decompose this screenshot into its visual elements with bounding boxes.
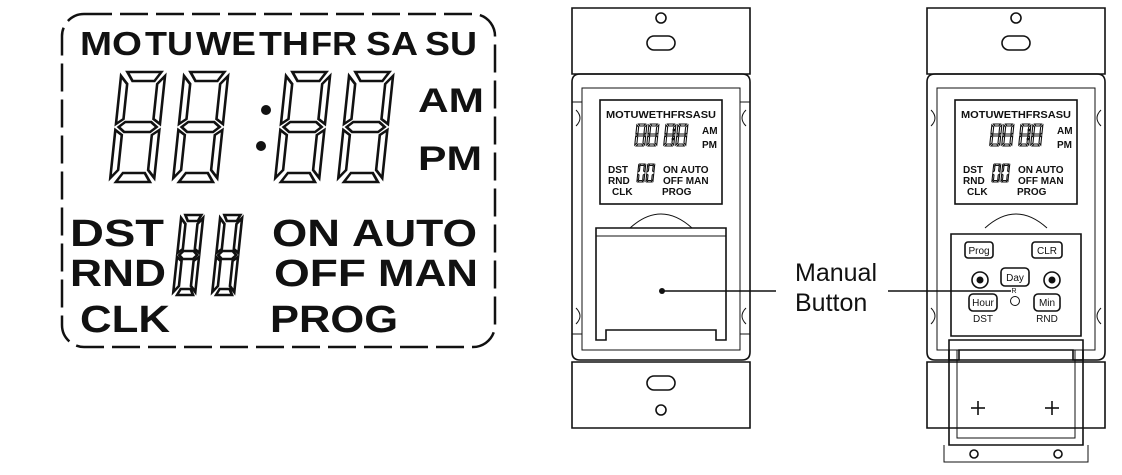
lcd-program-digits <box>171 213 244 297</box>
program-digit-2 <box>210 213 244 297</box>
lcd-time-digits <box>108 70 395 184</box>
hour-button-label: Hour <box>972 298 994 309</box>
mini-lcd-dst: DST <box>608 165 628 176</box>
lcd-man: MAN <box>378 253 478 295</box>
reset-hole[interactable] <box>1010 296 1020 306</box>
mini-lcd-rnd-r: RND <box>963 176 985 187</box>
callout-button: Button <box>795 289 867 317</box>
mini-lcd-clk-r: CLK <box>967 187 988 198</box>
lcd-enlarged: MO TU WE TH FR SA SU AM PM DST RND CLK O… <box>60 12 497 349</box>
mini-lcd-prog: PROG <box>662 187 692 198</box>
strap-hole-top <box>655 12 667 24</box>
strap-hole-bottom <box>655 404 667 416</box>
cover-hole-left <box>969 449 979 459</box>
min-button-label: Min <box>1039 298 1055 309</box>
cover-hole-right <box>1053 449 1063 459</box>
lcd-rnd: RND <box>70 253 166 295</box>
lcd-day-mo: MO <box>80 25 142 62</box>
mini-lcd-prog-r: PROG <box>1017 187 1047 198</box>
mini-lcd-rnd: RND <box>608 176 630 187</box>
day-button-label: Day <box>1006 273 1024 284</box>
mini-lcd-pm-r: PM <box>1057 140 1072 151</box>
mini-lcd-on-auto-r: ON AUTO <box>1018 165 1064 176</box>
mounting-strap-bottom <box>571 361 751 429</box>
mounting-strap-top <box>571 7 751 75</box>
lcd-prog: PROG <box>270 299 398 341</box>
manual-button-left[interactable] <box>971 271 989 289</box>
mounting-strap-top-right <box>926 7 1106 75</box>
screw-right-icon <box>1044 400 1060 416</box>
lcd-day-fr: FR <box>311 25 357 62</box>
button-panel <box>950 233 1082 337</box>
lcd-dst: DST <box>70 213 164 255</box>
min-button[interactable] <box>1033 293 1061 312</box>
hour-button[interactable] <box>968 293 998 312</box>
prog-button-label: Prog <box>968 246 989 257</box>
mini-lcd-mid: MOTUWETHFRSASU AM PM DST RND CLK ON AUTO… <box>606 110 718 198</box>
lcd-on: ON <box>272 213 340 255</box>
strap-slot-top <box>646 35 676 51</box>
mini-lcd-off-man-r: OFF MAN <box>1018 176 1064 187</box>
mini-lcd-clk: CLK <box>612 187 633 198</box>
mini-lcd-am: AM <box>702 126 718 137</box>
lcd-border <box>60 12 497 349</box>
lcd-am: AM <box>418 82 484 120</box>
manual-cover <box>595 227 727 341</box>
display-window-right <box>954 99 1078 205</box>
lcd-day-row: MO TU WE TH FR SA SU <box>80 25 477 62</box>
mini-lcd-pm: PM <box>702 140 717 151</box>
time-colon-bottom <box>256 141 266 151</box>
reset-label: R <box>1011 288 1016 295</box>
time-digit-4 <box>336 70 395 184</box>
program-digit-1 <box>171 213 205 297</box>
lcd-auto: AUTO <box>352 213 477 255</box>
mini-lcd-off-man: OFF MAN <box>663 176 709 187</box>
timer-cover-closed: MOTUWETHFRSASU AM PM DST RND CLK ON AUTO… <box>571 7 751 429</box>
mini-lcd-days-r: MOTUWETHFRSASU <box>961 110 1071 121</box>
lcd-off: OFF <box>274 253 366 295</box>
lcd-day-we: WE <box>196 25 256 62</box>
lcd-clk: CLK <box>80 299 171 341</box>
lcd-pm: PM <box>418 140 482 178</box>
lcd-day-tu: TU <box>145 25 193 62</box>
mini-lcd-days: MOTUWETHFRSASU <box>606 110 716 121</box>
dst-label: DST <box>973 314 993 325</box>
prog-button[interactable] <box>964 241 994 259</box>
lcd-day-sa: SA <box>366 25 418 62</box>
clr-button[interactable] <box>1031 241 1063 259</box>
mini-lcd-dst-r: DST <box>963 165 983 176</box>
open-cover <box>948 350 1084 446</box>
open-cover-hinge <box>948 339 1084 361</box>
day-button[interactable] <box>1000 267 1030 287</box>
mini-lcd-am-r: AM <box>1057 126 1073 137</box>
time-digit-3 <box>273 70 332 184</box>
display-window <box>599 99 723 205</box>
manual-button-right[interactable] <box>1043 271 1061 289</box>
manual-button-dot[interactable] <box>659 288 665 294</box>
lcd-day-su: SU <box>425 25 477 62</box>
timer-body <box>571 73 751 361</box>
mini-lcd-on-auto: ON AUTO <box>663 165 709 176</box>
lcd-day-th: TH <box>259 25 309 62</box>
strap-slot-bottom <box>646 375 676 391</box>
screw-left-icon <box>970 400 986 416</box>
timer-cover-open: MOTUWETHFRSASU AM PM DST RND CLK ON AUTO… <box>926 7 1106 463</box>
time-digit-2 <box>171 70 230 184</box>
clr-button-label: CLR <box>1037 246 1057 257</box>
timer-body-right <box>926 73 1106 361</box>
cover-hinge-arc <box>629 213 693 229</box>
callout-manual: Manual <box>795 259 877 287</box>
time-colon-top <box>261 105 271 115</box>
time-digit-1 <box>108 70 167 184</box>
rnd-label: RND <box>1036 314 1058 325</box>
mini-lcd-right: MOTUWETHFRSASU AM PM DST RND CLK ON AUTO… <box>961 110 1073 198</box>
